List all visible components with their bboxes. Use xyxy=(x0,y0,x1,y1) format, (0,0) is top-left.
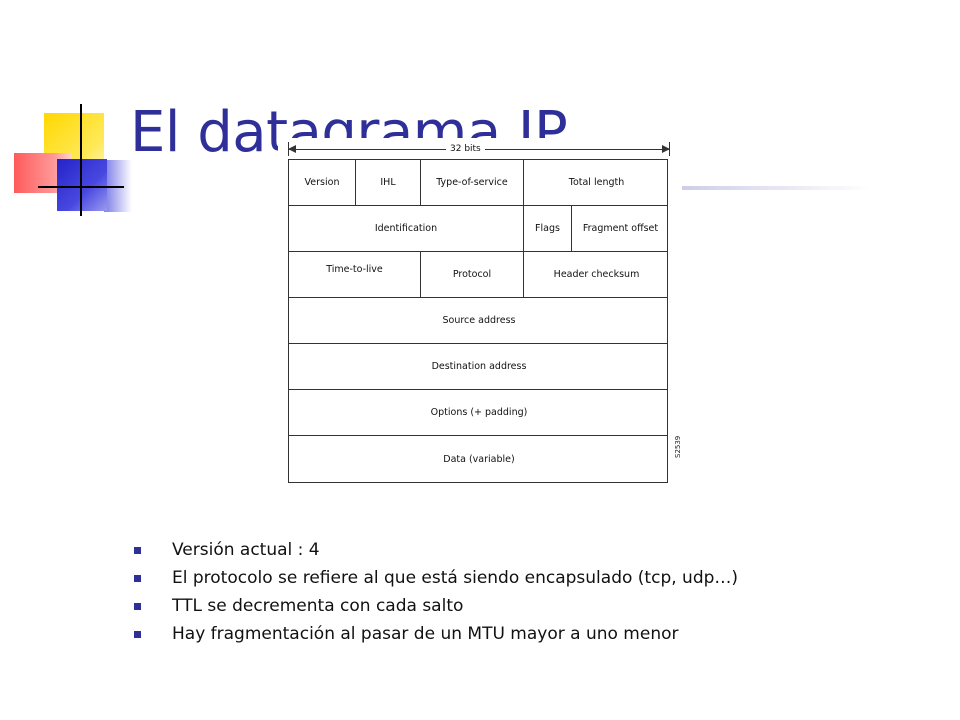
field-identification: Identification xyxy=(289,206,524,251)
figure-code: S2539 xyxy=(674,435,682,458)
field-type-of-service: Type-of-service xyxy=(421,160,524,205)
title-underline xyxy=(660,186,870,190)
header-row-6: Options (+ padding) xyxy=(289,390,667,436)
logo-vertical-line xyxy=(80,104,82,216)
bullet-list: Versión actual : 4 El protocolo se refie… xyxy=(132,536,738,648)
bullet-item: TTL se decrementa con cada salto xyxy=(132,592,738,620)
bullet-square-icon xyxy=(134,575,141,582)
arrow-right-icon xyxy=(662,145,670,153)
bullet-text: TTL se decrementa con cada salto xyxy=(172,596,464,616)
bit-width-label: 32 bits xyxy=(446,142,485,156)
field-fragment-offset: Fragment offset xyxy=(582,223,659,234)
logo-horizontal-line xyxy=(38,186,124,188)
bullet-square-icon xyxy=(134,631,141,638)
field-data: Data (variable) xyxy=(443,453,515,465)
bit-width-indicator: 32 bits xyxy=(288,142,670,156)
field-total-length: Total length xyxy=(568,177,625,188)
field-flags: Flags xyxy=(524,206,572,251)
header-row-7: Data (variable) xyxy=(289,436,667,482)
field-destination-address: Destination address xyxy=(431,361,527,372)
field-ihl: IHL xyxy=(356,160,421,205)
header-row-4: Source address xyxy=(289,298,667,344)
field-time-to-live: Time-to-live xyxy=(289,252,421,297)
field-header-checksum: Header checksum xyxy=(553,269,640,280)
bullet-text: El protocolo se refiere al que está sien… xyxy=(172,568,739,588)
arrow-left-icon xyxy=(288,145,296,153)
field-options: Options (+ padding) xyxy=(430,407,528,418)
header-field-grid: Version IHL Type-of-service Total length… xyxy=(288,159,668,483)
bullet-square-icon xyxy=(134,547,141,554)
bullet-text: Hay fragmentación al pasar de un MTU may… xyxy=(172,624,679,644)
bullet-item: Hay fragmentación al pasar de un MTU may… xyxy=(132,620,738,648)
bullet-text: Versión actual : 4 xyxy=(172,540,320,560)
field-source-address: Source address xyxy=(442,315,516,326)
header-row-5: Destination address xyxy=(289,344,667,390)
field-protocol: Protocol xyxy=(421,252,524,297)
logo-blue-square xyxy=(57,159,107,211)
slide-logo xyxy=(0,0,200,230)
ip-header-diagram: 32 bits Version IHL Type-of-service Tota… xyxy=(278,138,682,488)
bullet-item: Versión actual : 4 xyxy=(132,536,738,564)
header-row-2: Identification Flags Fragment offset xyxy=(289,206,667,252)
bullet-item: El protocolo se refiere al que está sien… xyxy=(132,564,738,592)
header-row-3: Time-to-live Protocol Header checksum xyxy=(289,252,667,298)
header-row-1: Version IHL Type-of-service Total length xyxy=(289,160,667,206)
field-version: Version xyxy=(289,160,356,205)
bullet-square-icon xyxy=(134,603,141,610)
